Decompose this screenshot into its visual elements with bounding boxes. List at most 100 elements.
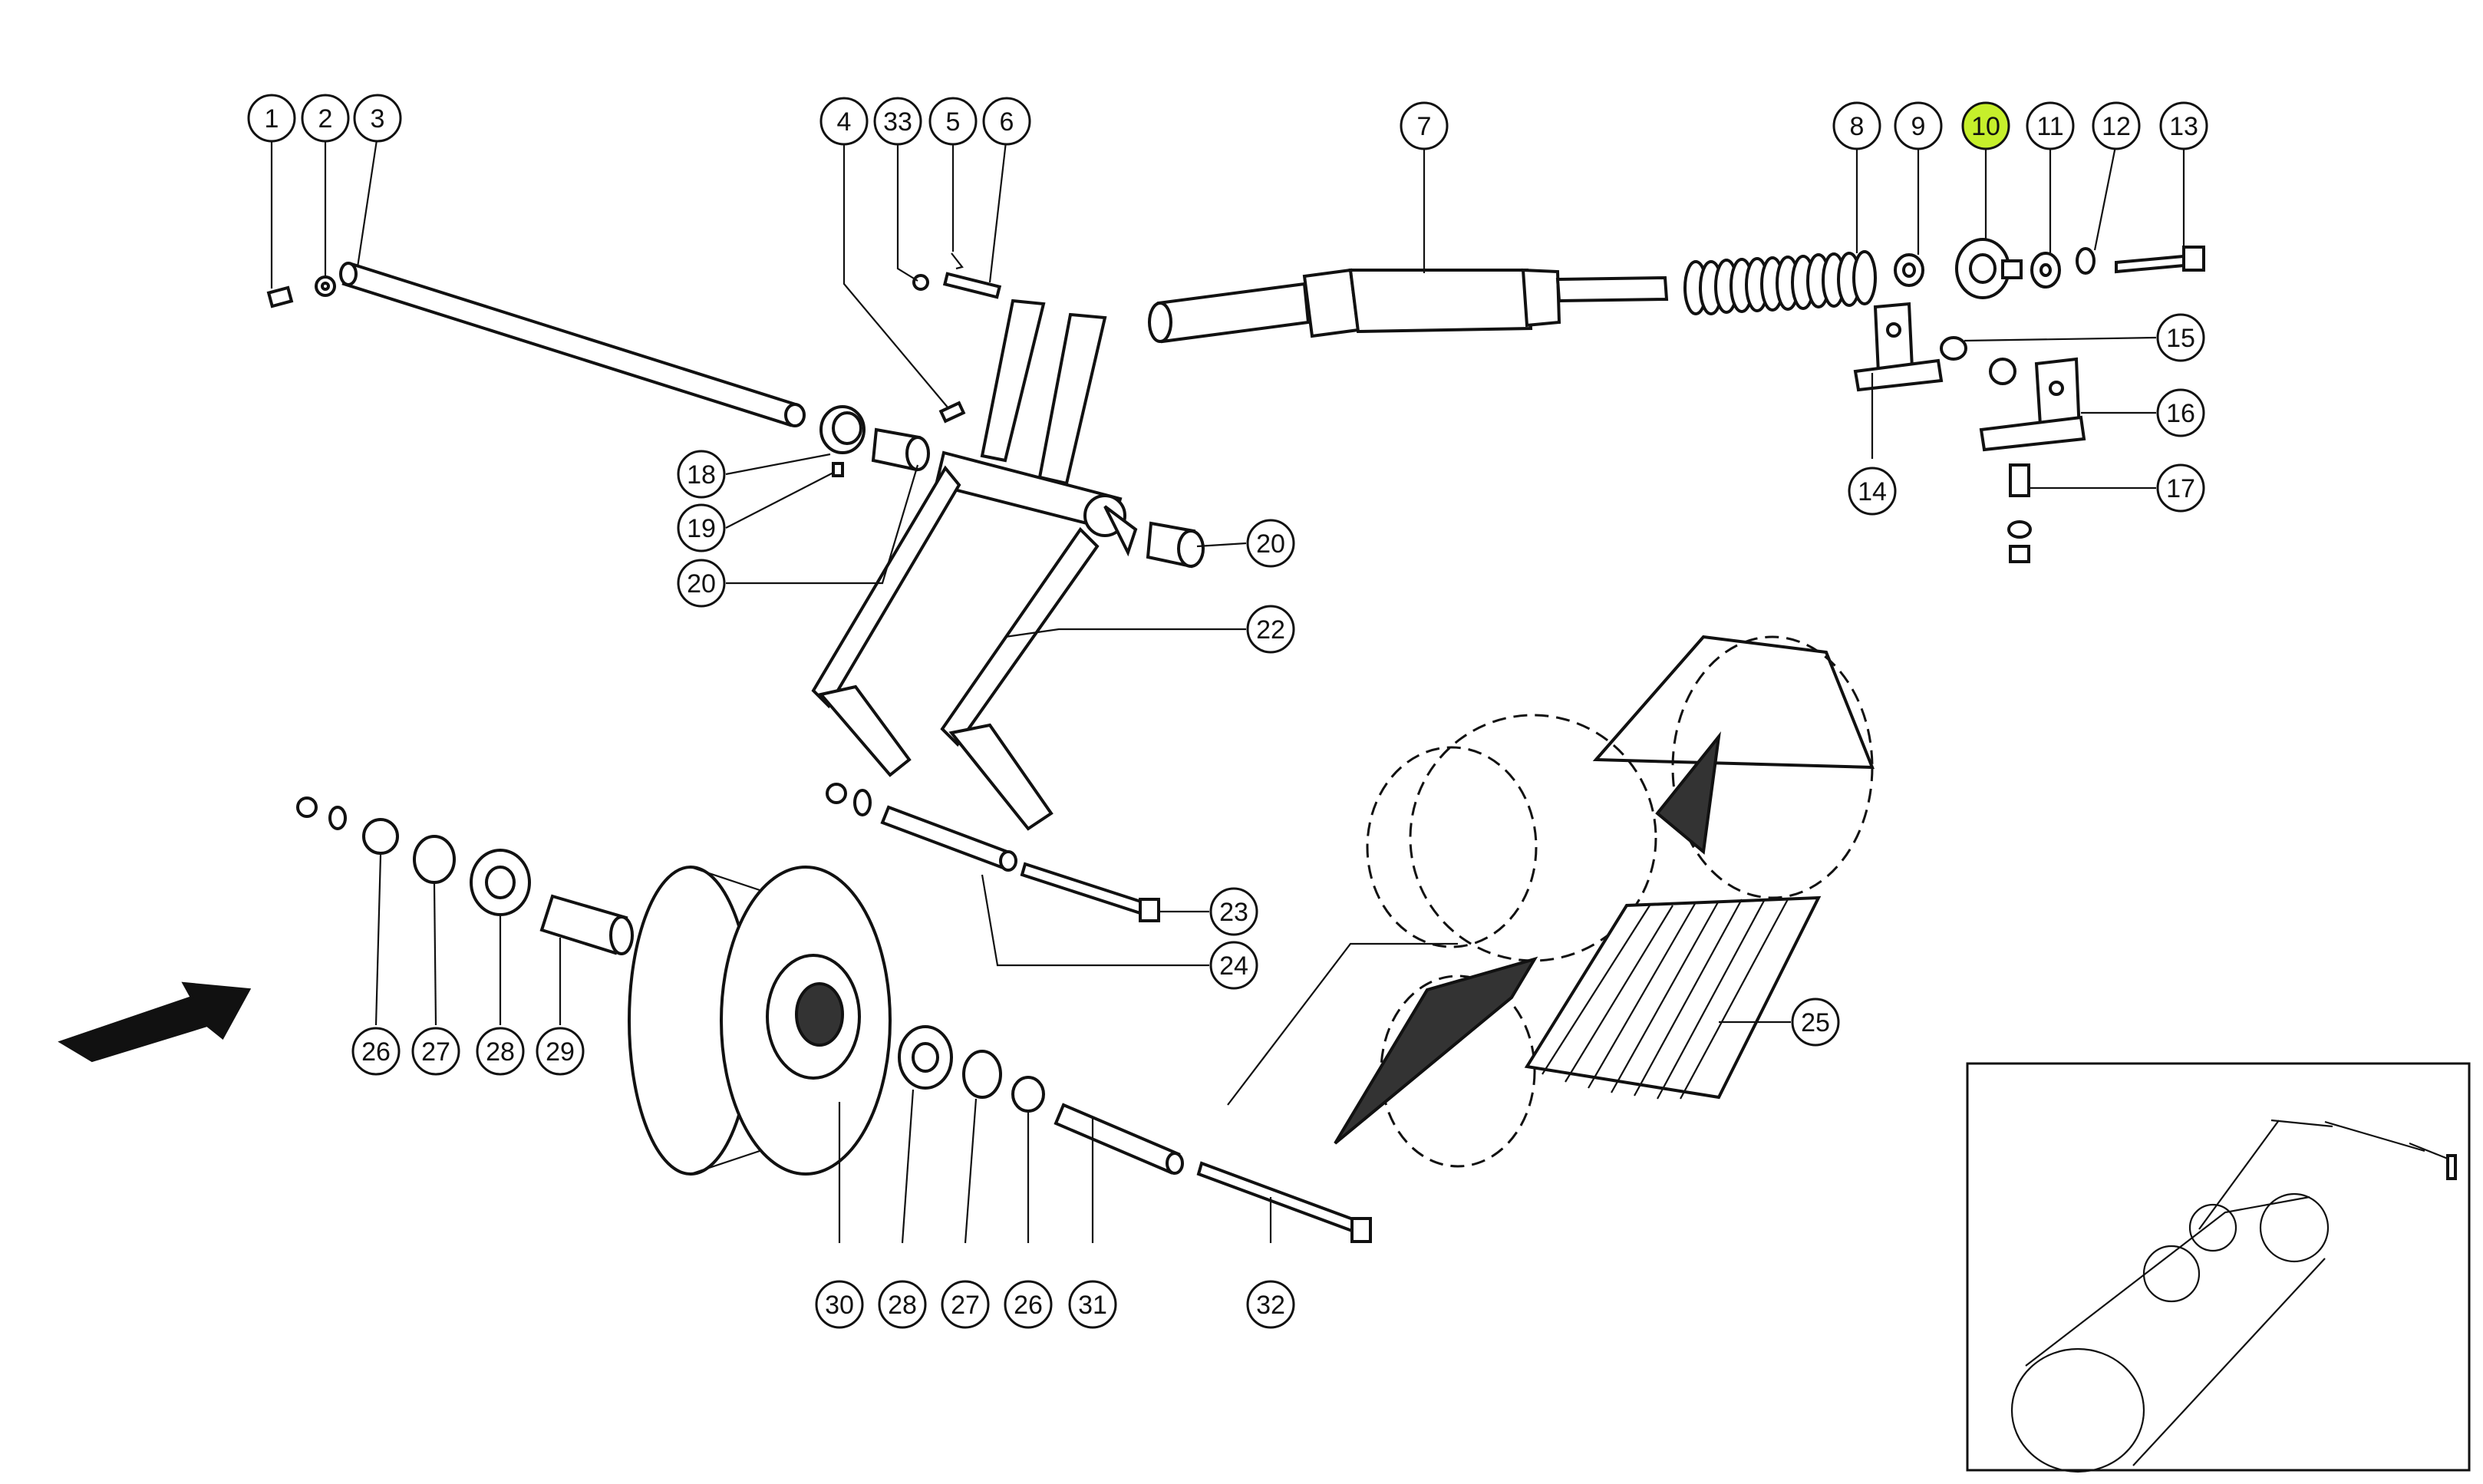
callout-13: 13 [2159,101,2208,150]
callout-label: 4 [837,107,852,137]
callout-32: 32 [1246,1280,1295,1329]
part-6-pin [942,272,1002,299]
callout-label: 25 [1801,1008,1830,1037]
callout-circle [2156,388,2205,437]
part-29-sleeve [539,894,634,955]
part-20-bushing-right [1146,521,1205,569]
callout-label: 28 [486,1037,515,1067]
callout-circle [301,94,350,143]
part-12-washer [2076,247,2096,275]
callout-circle [819,97,869,146]
callout-7: 7 [1400,101,1449,150]
callout-20: 20 [677,559,726,608]
part-2-washer [315,275,336,297]
callout-8: 8 [1832,101,1881,150]
callout-label: 20 [687,569,716,599]
callout-circle [873,97,922,146]
callout-label: 31 [1078,1291,1107,1320]
callout-label: 18 [687,460,716,490]
part-27-circlip-right [962,1050,1002,1099]
callout-6: 6 [982,97,1031,146]
callout-15: 15 [2156,313,2205,362]
callout-circle [878,1280,927,1329]
callout-label: 13 [2169,112,2198,141]
callout-28: 28 [476,1027,525,1076]
callout-circle [1209,887,1258,936]
callout-10: 10 [1961,101,2010,150]
callout-label: 5 [946,107,961,137]
callout-27: 27 [411,1027,460,1076]
callout-31: 31 [1068,1280,1117,1329]
callout-circle [1209,941,1258,990]
callout-label: 24 [1219,951,1248,981]
part-28-bearing-right [898,1025,953,1090]
part-17-bolt-nut [2007,463,2032,563]
callout-circle [677,503,726,552]
callout-circle [247,94,296,143]
callout-27: 27 [941,1280,990,1329]
part-24-pin [826,783,1017,872]
callout-33: 33 [873,97,922,146]
callout-circle [941,1280,990,1329]
callout-label: 6 [1000,107,1014,137]
callout-4: 4 [819,97,869,146]
callout-5: 5 [928,97,978,146]
callout-label: 11 [2036,112,2063,141]
part-28-bearing-left [470,849,531,916]
callout-label: 26 [1014,1291,1043,1320]
part-32-bolt [1196,1161,1372,1243]
part-11-nut [2030,252,2061,289]
callout-label: 28 [888,1291,917,1320]
part-3-shaft [339,262,806,427]
part-10-spring-cup [1955,238,2023,299]
part-15-bushing [1940,336,2016,385]
part-27-circlip-left [413,835,456,884]
part-13-bolt [2115,246,2205,274]
part-9-washer [1894,253,1924,287]
callout-label: 30 [825,1291,854,1320]
callout-circle [2156,463,2205,513]
part-33-washer [912,274,929,291]
callout-circle [1246,1280,1295,1329]
part-31-pin [1054,1103,1184,1175]
callout-label: 19 [687,514,716,543]
callout-circle [1791,998,1840,1047]
callout-29: 29 [536,1027,585,1076]
callout-circle [677,559,726,608]
callout-label: 14 [1858,477,1887,506]
callout-label: 8 [1850,112,1865,141]
callout-18: 18 [677,450,726,499]
callout-25: 25 [1791,998,1840,1047]
callout-label: 15 [2166,324,2195,353]
callout-22: 22 [1246,605,1295,654]
callout-17: 17 [2156,463,2205,513]
callout-label: 22 [1256,615,1285,645]
callout-24: 24 [1209,941,1258,990]
part-25-belt-set [1227,635,1875,1168]
callout-14: 14 [1848,467,1897,516]
callout-1: 1 [247,94,296,143]
callout-circle [1400,101,1449,150]
callout-3: 3 [353,94,402,143]
callout-circle [536,1027,585,1076]
callout-9: 9 [1894,101,1943,150]
callout-circle [1068,1280,1117,1329]
part-23-bolt [1020,862,1160,922]
part-16-bracket [1979,357,2086,452]
part-14-bracket [1853,302,1944,392]
part-19-grease-nipple [832,462,844,477]
direction-arrow [58,981,252,1063]
part-1-bolt [266,285,294,308]
callout-circle [1832,101,1881,150]
callout-label: 12 [2102,112,2131,141]
callout-2: 2 [301,94,350,143]
callout-label: 33 [883,107,912,137]
callout-26: 26 [1004,1280,1053,1329]
part-30-idler-pulley [628,866,892,1176]
callout-circle [2159,101,2208,150]
callout-28: 28 [878,1280,927,1329]
part-7-tension-rod [1148,268,1669,344]
callout-circle [2092,101,2141,150]
